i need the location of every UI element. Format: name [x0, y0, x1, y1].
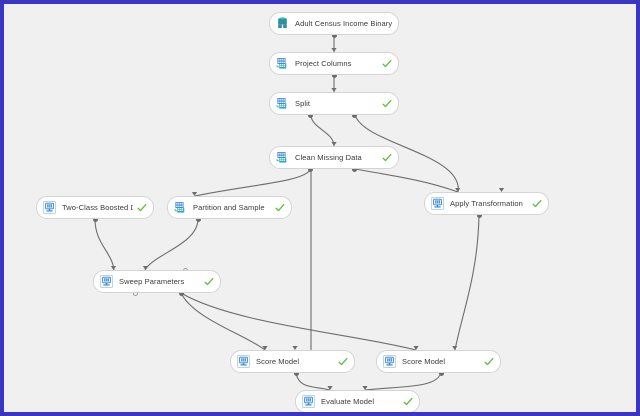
- node-sweep-parameters[interactable]: Sweep Parameters: [93, 270, 221, 293]
- edge-sweep-parameters-to-score-model-right[interactable]: [180, 292, 417, 351]
- node-score-model-left[interactable]: Score Model: [230, 350, 355, 373]
- node-dataset[interactable]: Adult Census Income Binary C...: [269, 12, 399, 35]
- status-check-icon: [137, 203, 147, 211]
- node-score-model-right[interactable]: Score Model: [376, 350, 501, 373]
- edge-score-model-right-to-evaluate-model[interactable]: [364, 372, 442, 391]
- node-label: Split: [295, 98, 311, 108]
- status-check-icon: [532, 199, 542, 207]
- status-check-icon: [382, 59, 392, 67]
- model-icon: [100, 275, 113, 288]
- edge-clean-missing-data-to-apply-transformation[interactable]: [354, 168, 459, 193]
- model-icon: [431, 197, 444, 210]
- module-table-icon: [276, 58, 287, 69]
- edge-apply-transformation-to-score-model-right[interactable]: [454, 214, 480, 351]
- node-label: Score Model: [402, 356, 446, 366]
- node-apply-transformation[interactable]: Apply Transformation: [424, 192, 549, 215]
- module-table-icon: [276, 98, 287, 109]
- node-label: Clean Missing Data: [295, 152, 362, 162]
- node-label: Score Model: [256, 356, 300, 366]
- edge-score-model-left-to-evaluate-model[interactable]: [295, 372, 331, 391]
- node-label: Sweep Parameters: [119, 276, 185, 286]
- node-label: Partition and Sample: [193, 202, 265, 212]
- node-two-class-boosted-decision-tree[interactable]: Two-Class Boosted Decision T...: [36, 196, 154, 219]
- node-label: Two-Class Boosted Decision T...: [62, 202, 133, 212]
- status-check-icon: [275, 203, 285, 211]
- node-clean-missing-data[interactable]: Clean Missing Data: [269, 146, 399, 169]
- status-check-icon: [382, 153, 392, 161]
- graph-canvas[interactable]: Adult Census Income Binary C... Project C…: [4, 4, 636, 412]
- edge-partition-and-sample-to-sweep-parameters[interactable]: [144, 218, 199, 271]
- node-project-columns[interactable]: Project Columns: [269, 52, 399, 75]
- node-partition-and-sample[interactable]: Partition and Sample: [167, 196, 292, 219]
- node-split[interactable]: Split: [269, 92, 399, 115]
- module-table-icon: [276, 152, 287, 163]
- edge-sweep-parameters-to-score-model-left[interactable]: [180, 292, 266, 351]
- node-evaluate-model[interactable]: Evaluate Model: [295, 390, 420, 412]
- status-check-icon: [382, 99, 392, 107]
- model-icon: [237, 355, 250, 368]
- node-label: Apply Transformation: [450, 198, 523, 208]
- module-table-icon: [174, 202, 185, 213]
- status-check-icon: [204, 277, 214, 285]
- status-check-icon: [484, 357, 494, 365]
- status-check-icon: [403, 397, 413, 405]
- model-icon: [302, 395, 315, 408]
- edge-split-to-clean-missing-data[interactable]: [310, 114, 335, 147]
- node-label: Project Columns: [295, 58, 352, 68]
- edge-two-class-boosted-decision-tree-to-sweep-parameters[interactable]: [94, 218, 115, 271]
- edge-clean-missing-data-to-partition-and-sample[interactable]: [194, 168, 312, 197]
- dataset-icon: [278, 17, 287, 28]
- model-icon: [43, 201, 56, 214]
- node-label: Adult Census Income Binary C...: [295, 18, 392, 28]
- model-icon: [383, 355, 396, 368]
- status-check-icon: [338, 357, 348, 365]
- node-label: Evaluate Model: [321, 396, 375, 406]
